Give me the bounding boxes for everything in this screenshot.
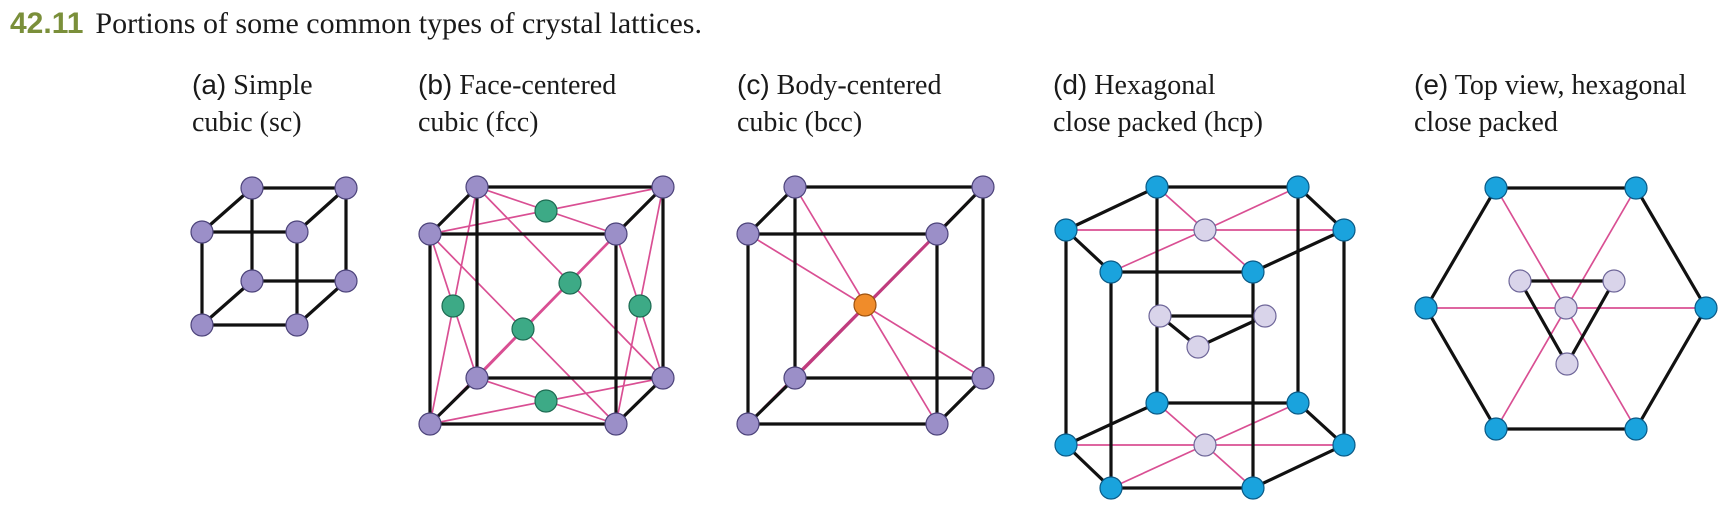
hcp-vertex-atom (1054, 218, 1078, 242)
panel-label-d: (d) Hexagonal close packed (hcp) (1053, 66, 1263, 141)
panel-letter-d: (d) (1053, 69, 1088, 100)
hcp-top-vertex-atom (1484, 417, 1508, 441)
hcp-vertex-atom (1145, 391, 1169, 415)
panel-label-e: (e) Top view, hexagonal close packed (1414, 66, 1687, 141)
fcc-face-atom (628, 294, 652, 318)
figure-caption-text: Portions of some common types of crystal… (95, 7, 702, 40)
fcc-corner-atom (604, 222, 628, 246)
hcp-center-atom (1193, 433, 1217, 457)
bcc-corner-atom (783, 366, 807, 390)
bcc-body-center-atom (853, 293, 877, 317)
hcp-top-view (1414, 176, 1718, 441)
hcp-top-vertex-atom (1414, 296, 1438, 320)
fcc-lattice (418, 175, 675, 436)
hcp-interior-atom (1148, 304, 1172, 328)
bcc-lattice (736, 175, 995, 436)
sc-corner-atom (334, 269, 358, 293)
sc-corner-atom (190, 220, 214, 244)
panel-label-e-line1: Top view, hexagonal (1454, 70, 1687, 101)
hcp-interior-atom (1186, 335, 1210, 359)
panel-letter-e: (e) (1414, 69, 1449, 100)
hcp-top-vertex-atom (1694, 296, 1718, 320)
hcp-vertex-atom (1145, 175, 1169, 199)
hcp-vertex-atom (1099, 476, 1123, 500)
sc-corner-atom (285, 313, 309, 337)
hcp-vertex-atom (1332, 433, 1356, 457)
bcc-corner-atom (736, 412, 760, 436)
fcc-corner-atom (651, 175, 675, 199)
fcc-face-atom (441, 294, 465, 318)
hcp-top-vertex-atom (1484, 176, 1508, 200)
panel-label-a-line1: Simple (233, 70, 313, 101)
bcc-corner-atom (971, 175, 995, 199)
hcp-top-interior-atom (1602, 269, 1626, 293)
panel-label-a-line2: cubic (sc) (192, 107, 302, 138)
hcp-interior-atom (1253, 304, 1277, 328)
sc-corner-atom (240, 269, 264, 293)
simple-cubic-lattice (190, 176, 358, 337)
bcc-corner-atom (925, 222, 949, 246)
fcc-corner-atom (465, 175, 489, 199)
fcc-face-atom (534, 389, 558, 413)
panel-label-c: (c) Body-centered cubic (bcc) (737, 66, 941, 141)
bcc-corner-atom (971, 366, 995, 390)
panel-label-a: (a) Simple cubic (sc) (192, 66, 313, 141)
fcc-corner-atom (418, 412, 442, 436)
hcp-vertex-atom (1054, 433, 1078, 457)
figure-number: 42.11 (10, 7, 84, 40)
hcp-top-vertex-atom (1624, 417, 1648, 441)
panel-label-b-line2: cubic (fcc) (418, 107, 539, 138)
bcc-corner-atom (783, 175, 807, 199)
panel-label-c-line2: cubic (bcc) (737, 107, 863, 138)
bcc-corner-atom (925, 412, 949, 436)
hcp-top-interior-atom (1555, 352, 1579, 376)
panel-letter-a: (a) (192, 69, 227, 100)
figure-caption: 42.11 Portions of some common types of cr… (10, 4, 702, 44)
sc-corner-atom (240, 176, 264, 200)
fcc-corner-atom (465, 366, 489, 390)
bcc-corner-atom (736, 222, 760, 246)
hcp-vertex-atom (1286, 391, 1310, 415)
fcc-corner-atom (604, 412, 628, 436)
fcc-corner-atom (418, 222, 442, 246)
panel-label-c-line1: Body-centered (776, 70, 942, 101)
hcp-vertex-atom (1241, 260, 1265, 284)
hcp-vertex-atom (1286, 175, 1310, 199)
panel-label-d-line1: Hexagonal (1094, 70, 1216, 101)
panel-label-b-line1: Face-centered (459, 70, 617, 101)
panel-label-d-line2: close packed (hcp) (1053, 107, 1263, 138)
fcc-corner-atom (651, 366, 675, 390)
hcp-top-interior-atom (1508, 269, 1532, 293)
hcp-center-atom (1193, 218, 1217, 242)
sc-corner-atom (190, 313, 214, 337)
hcp-vertex-atom (1332, 218, 1356, 242)
fcc-face-atom (534, 199, 558, 223)
panel-letter-b: (b) (418, 69, 453, 100)
panel-label-b: (b) Face-centered cubic (fcc) (418, 66, 616, 141)
panel-letter-c: (c) (737, 69, 770, 100)
hcp-top-center-atom (1554, 296, 1578, 320)
hcp-top-vertex-atom (1624, 176, 1648, 200)
fcc-face-atom (558, 271, 582, 295)
hcp-vertex-atom (1099, 260, 1123, 284)
hcp-vertex-atom (1241, 476, 1265, 500)
hcp-lattice (1054, 175, 1356, 500)
sc-corner-atom (285, 220, 309, 244)
sc-corner-atom (334, 176, 358, 200)
sc-edges (200, 186, 348, 327)
panel-label-e-line2: close packed (1414, 107, 1558, 138)
fcc-face-atom (511, 317, 535, 341)
